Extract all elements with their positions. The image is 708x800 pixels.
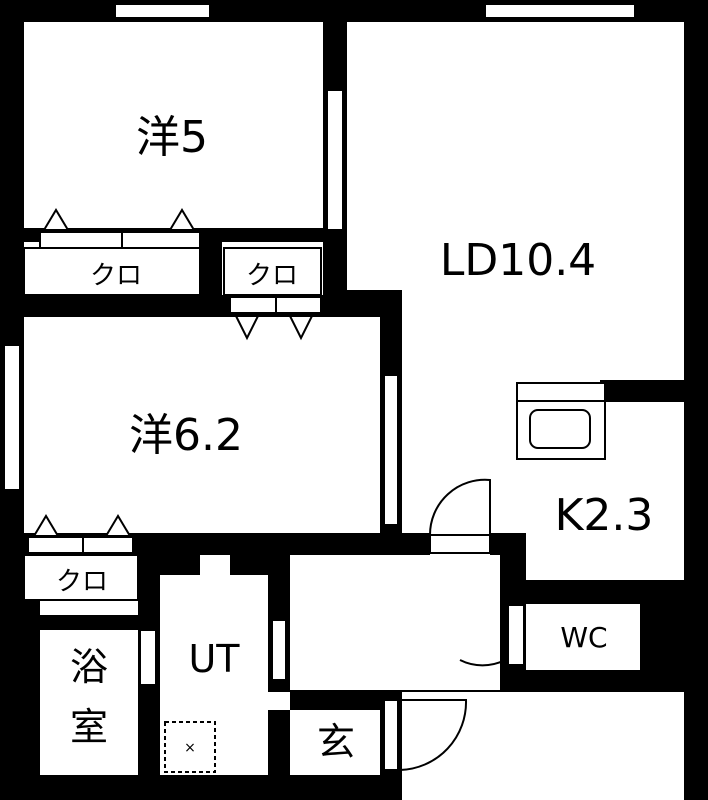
label-closet-3: クロ <box>56 567 108 597</box>
label-living-dining: LD10.4 <box>440 235 596 286</box>
label-closet-2: クロ <box>246 261 298 291</box>
label-western-room-2: 洋6.2 <box>129 410 243 461</box>
doors <box>399 478 506 772</box>
closet-boxes <box>23 231 322 601</box>
label-utility: UT <box>188 637 240 681</box>
label-toilet: WC <box>560 621 607 654</box>
label-western-room-1: 洋5 <box>136 112 208 163</box>
washer-space: × <box>164 721 216 773</box>
windows <box>3 3 636 771</box>
kitchen-counter <box>516 382 606 460</box>
label-kitchen: K2.3 <box>555 490 654 541</box>
svg-text:×: × <box>184 740 196 756</box>
label-entrance: 玄 <box>317 720 355 764</box>
room-interiors <box>24 22 684 775</box>
label-closet-1: クロ <box>90 261 142 291</box>
label-bath-line1: 浴 <box>70 645 108 689</box>
label-bath-line2: 室 <box>70 705 108 749</box>
closet-arrows <box>32 208 314 537</box>
